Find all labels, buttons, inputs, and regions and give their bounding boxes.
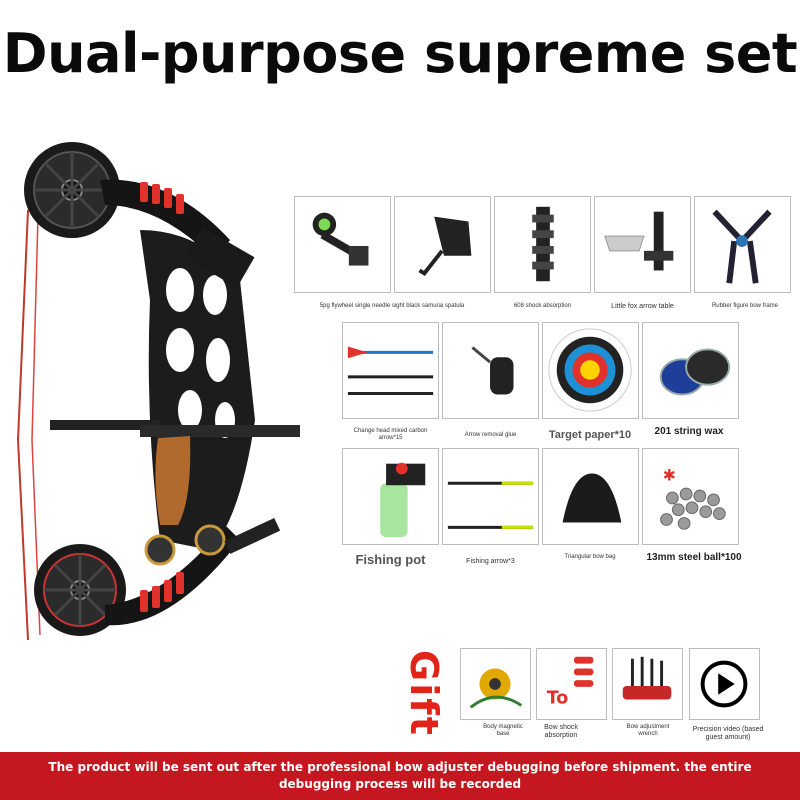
caption-carbon-arrow: Change head mixed carbon arrow*15	[353, 428, 428, 441]
fishing-arrow-tile	[442, 448, 539, 545]
bow-stand-tile	[694, 196, 791, 293]
caption-fishing-pot: Fishing pot	[355, 552, 426, 567]
shock-overlay-text: To	[547, 688, 569, 708]
carbon-arrow-tile	[342, 322, 439, 419]
svg-text:✱: ✱	[663, 465, 676, 484]
magnetic-base-icon	[469, 668, 523, 709]
caption-string-wax: 201 string wax	[654, 426, 724, 437]
caption-steel-ball: 13mm steel ball*100	[646, 552, 742, 563]
hex-wrench-set-icon	[622, 656, 672, 700]
compound-bow-image	[16, 142, 300, 641]
footer-banner: The product will be sent out after the p…	[0, 752, 800, 800]
bow-bag-icon	[562, 473, 622, 523]
steel-balls-icon: ✱	[660, 465, 726, 530]
steel-balls-tile: ✱	[642, 448, 739, 545]
bow-sight-icon	[312, 212, 369, 266]
carbon-arrow-icon	[347, 346, 434, 395]
caption-fishing-arrow: Fishing arrow*3	[466, 558, 515, 565]
bow-bag-tile	[542, 448, 639, 545]
fishing-pot-tile	[342, 448, 439, 545]
release-aid-tile	[394, 196, 491, 293]
bow-stand-icon	[712, 209, 772, 284]
hex-wrench-tile	[612, 648, 683, 720]
arrow-rest-icon	[604, 211, 674, 271]
play-video-icon[interactable]	[690, 649, 759, 719]
fishing-arrow-icon	[447, 481, 534, 529]
caption-arrow-rest: Little fox arrow table	[611, 303, 674, 310]
caption-magnetic-base: Body magnetic base	[483, 724, 523, 737]
arrow-rest-tile	[594, 196, 691, 293]
caption-shock-gift: Bow shock absorption	[544, 724, 578, 739]
caption-shock-absorption: 608 shock absorption	[513, 303, 572, 309]
fishing-reel-bottle-icon	[380, 462, 426, 538]
caption-bow-stand: Rubber figure bow frame	[711, 303, 779, 309]
shock-absorber-tile: To	[536, 648, 607, 720]
page-title: Dual-purpose supreme set	[2, 22, 798, 85]
arrow-puller-icon	[471, 346, 514, 395]
magnetic-base-tile	[460, 648, 531, 720]
caption-bow-bag: Triangular bow bag	[564, 554, 616, 560]
release-aid-icon	[418, 216, 472, 276]
arrow-puller-tile	[442, 322, 539, 419]
caption-sight-samurai: 5pg flywheel single needle sight black s…	[319, 303, 465, 309]
string-wax-icon	[659, 348, 731, 396]
caption-wrench: Bow adjustment wrench	[626, 724, 670, 737]
precision-video-tile[interactable]	[689, 648, 760, 720]
string-wax-tile	[642, 322, 739, 419]
shock-absorber-icon: To	[547, 656, 594, 708]
target-paper-tile	[542, 322, 639, 419]
bow-sight-tile	[294, 196, 391, 293]
caption-arrow-removal: Arrow removal glue	[464, 432, 517, 438]
gift-label: Gift	[402, 650, 446, 737]
stabilizer-tile	[494, 196, 591, 293]
target-paper-icon	[548, 328, 632, 412]
caption-target-paper: Target paper*10	[548, 429, 632, 441]
stabilizer-icon	[532, 206, 554, 282]
caption-video: Precision video (based guest amount)	[692, 726, 764, 741]
